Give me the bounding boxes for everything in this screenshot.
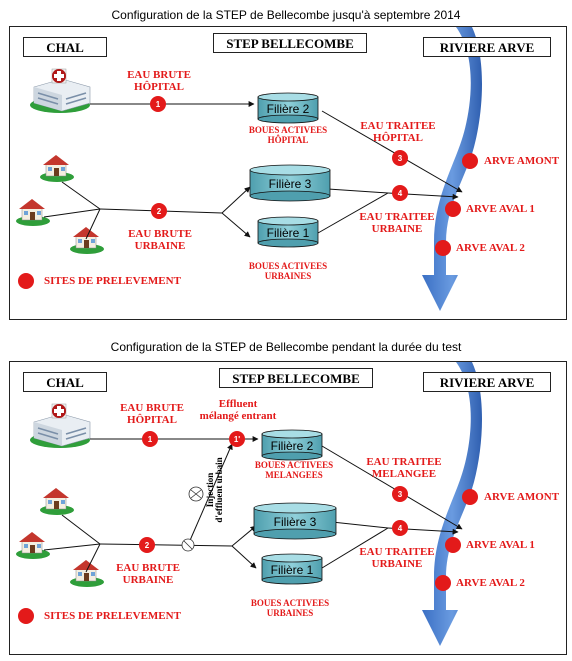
sample-point-1-prime: 1' [229,431,245,447]
svg-text:1: 1 [148,435,153,444]
legend-dot [18,273,34,289]
house-icon [69,226,105,255]
caption-top: Configuration de la STEP de Bellecombe j… [111,8,461,22]
diagram-test: Filière 2 Filière 3 Filière 1 1 1' 2 3 4 [15,362,482,646]
arve-amont-point [462,489,478,505]
valve-icon [188,486,204,502]
filiere-2-label: Filière 2 [267,102,310,116]
diagram-before: Filière 2 Filière 3 Filière 1 1 2 3 4 [15,27,482,311]
arve-river [422,27,482,311]
sample-point-4: 4 [392,185,408,201]
header-riviere: RIVIERE ARVE [423,372,551,392]
label-arve-aval1: ARVE AVAL 1 [466,203,535,215]
house-icon [15,531,51,560]
svg-text:4: 4 [398,524,403,533]
svg-text:2: 2 [145,541,150,550]
filiere-3-tank: Filière 3 [249,164,331,202]
svg-text:3: 3 [398,490,403,499]
panel-test: Filière 2 Filière 3 Filière 1 1 1' 2 3 4… [9,361,567,655]
filiere-3-label: Filière 3 [269,177,312,191]
house-icon [69,559,105,588]
arve-aval2-point [435,240,451,256]
filiere-2-label: Filière 2 [271,439,314,453]
sample-point-2: 2 [139,537,155,553]
valve-icon [181,538,195,552]
house-icon [39,487,75,516]
svg-text:2: 2 [157,207,162,216]
arve-aval1-point [445,537,461,553]
svg-text:4: 4 [398,189,403,198]
filiere-1-label: Filière 1 [271,563,314,577]
sample-point-3: 3 [392,150,408,166]
caption-bottom: Configuration de la STEP de Bellecombe p… [110,340,462,354]
label-arve-aval1: ARVE AVAL 1 [466,539,535,551]
legend-label: SITES DE PRELEVEMENT [44,275,181,287]
hospital-icon [29,403,91,449]
hospital-icon [29,68,91,114]
legend-dot [18,608,34,624]
label-arve-aval2: ARVE AVAL 2 [456,577,525,589]
header-step: STEP BELLECOMBE [213,33,367,53]
svg-text:1: 1 [156,100,161,109]
svg-text:1': 1' [234,435,240,444]
sample-point-4: 4 [392,520,408,536]
filiere-3-tank: Filière 3 [253,502,337,540]
filiere-2-tank: Filière 2 [257,92,319,124]
arve-river [422,362,482,646]
label-arve-amont: ARVE AMONT [484,155,560,167]
arve-aval2-point [435,575,451,591]
panel-before: Filière 2 Filière 3 Filière 1 1 2 3 4 CH… [9,26,567,320]
header-step: STEP BELLECOMBE [219,368,373,388]
label-arve-amont: ARVE AMONT [484,491,560,503]
house-icon [15,198,51,227]
svg-text:3: 3 [398,154,403,163]
sample-point-3: 3 [392,486,408,502]
header-chal: CHAL [23,37,107,57]
arve-aval1-point [445,201,461,217]
house-icon [39,154,75,183]
filiere-1-tank: Filière 1 [257,216,319,248]
filiere-1-label: Filière 1 [267,226,310,240]
filiere-2-tank: Filière 2 [261,429,323,461]
sample-point-1: 1 [142,431,158,447]
filiere-1-tank: Filière 1 [261,553,323,585]
sample-point-2: 2 [151,203,167,219]
header-chal: CHAL [23,372,107,392]
arve-amont-point [462,153,478,169]
legend-label: SITES DE PRELEVEMENT [44,610,181,622]
header-riviere: RIVIERE ARVE [423,37,551,57]
filiere-3-label: Filière 3 [274,515,317,529]
sample-point-1: 1 [150,96,166,112]
label-arve-aval2: ARVE AVAL 2 [456,242,525,254]
